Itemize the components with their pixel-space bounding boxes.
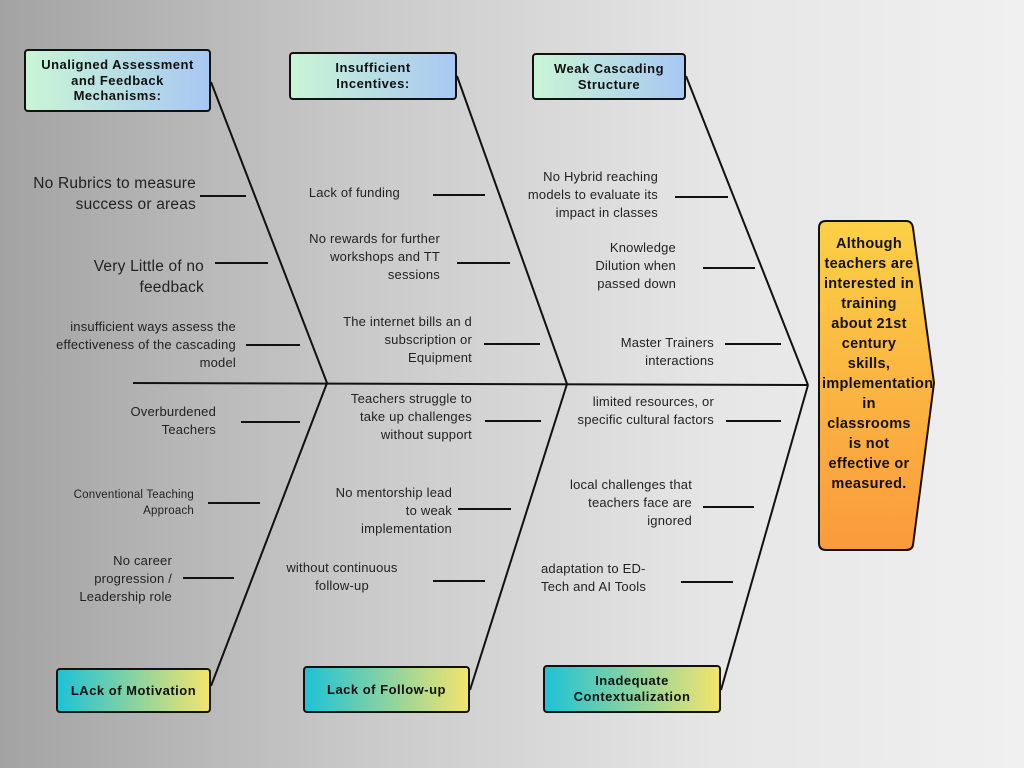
cause-assessment-2: Very Little of no feedback — [93, 258, 204, 296]
cause-motivation-2: Conventional Teaching Approach — [73, 489, 194, 517]
spine — [132, 382, 809, 386]
cause-cascading-3: Master Trainers interactions — [620, 335, 714, 368]
category-motivation: LAck of Motivation — [56, 668, 211, 713]
bone-incentives — [456, 75, 568, 385]
cause-incentives-3: The internet bills an d subscription or … — [343, 314, 472, 365]
bone-motivation — [210, 382, 328, 687]
cause-followup-2: No mentorship lead to weak implementatio… — [335, 485, 452, 536]
category-followup: Lack of Follow-up — [303, 666, 470, 713]
bone-cascading — [685, 75, 809, 386]
effect-head — [818, 220, 936, 551]
category-assessment: Unaligned Assessment and Feedback Mechan… — [24, 49, 211, 112]
cause-followup-3: without continuous follow-up — [286, 560, 398, 593]
cause-contextualization-2: local challenges that teachers face are … — [570, 477, 692, 528]
cause-contextualization-3: adaptation to ED-Tech and AI Tools — [541, 561, 647, 594]
cause-contextualization-1: limited resources, or specific cultural … — [577, 394, 714, 427]
category-contextualization: Inadequate Contextualization — [543, 665, 721, 713]
cause-followup-1: Teachers struggle to take up challenges … — [350, 391, 472, 442]
cause-cascading-2: Knowledge Dilution when passed down — [595, 240, 676, 291]
cause-incentives-1: Lack of funding — [308, 185, 400, 200]
cause-incentives-2: No rewards for further workshops and TT … — [309, 231, 440, 282]
category-incentives: Insufficient Incentives: — [289, 52, 457, 100]
cause-assessment-1: No Rubrics to measure success or areas — [33, 175, 196, 213]
cause-motivation-3: No career progression / Leadership role — [79, 553, 172, 604]
cause-assessment-3: insufficient ways assess the effectivene… — [56, 319, 236, 370]
effect-problem-statement: Although teachers are interested in trai… — [822, 236, 934, 492]
cause-cascading-1: No Hybrid reaching models to evaluate it… — [527, 169, 658, 220]
category-cascading: Weak Cascading Structure — [532, 53, 686, 100]
bone-assessment — [210, 81, 328, 384]
bone-followup — [469, 383, 568, 691]
bone-contextualization — [720, 384, 809, 691]
cause-motivation-1: Overburdened Teachers — [130, 404, 216, 437]
